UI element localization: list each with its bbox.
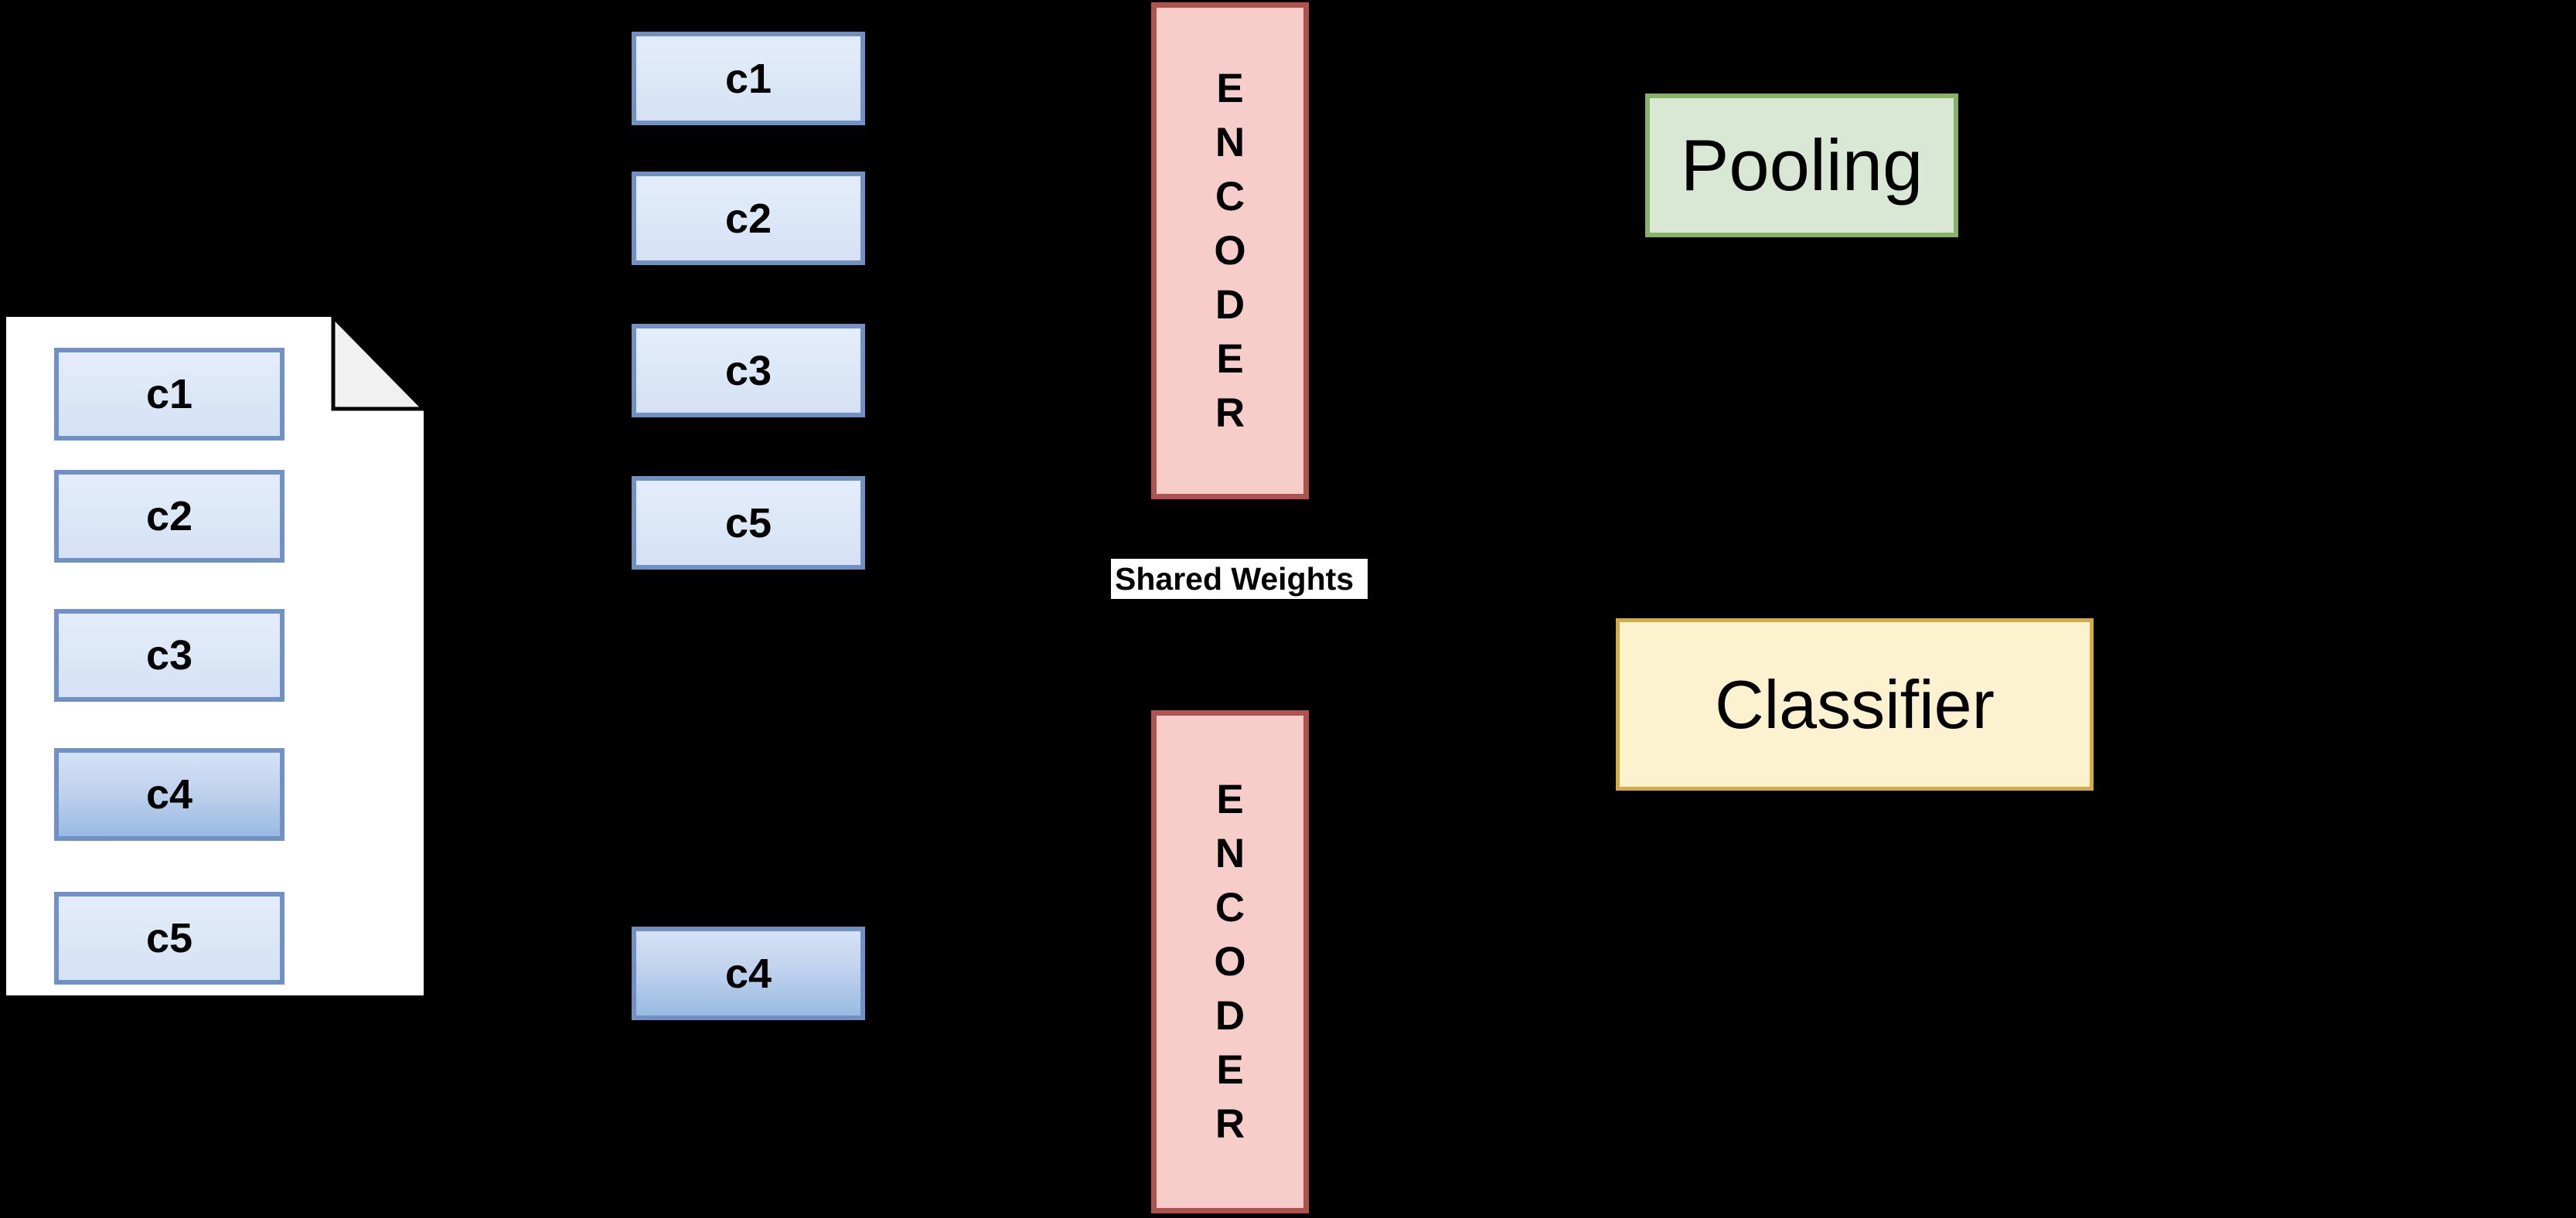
document-chunk-c4-label: c4: [145, 771, 193, 818]
pooling-block: Pooling: [1645, 94, 1958, 237]
selected-chunk-c2: c2: [632, 172, 865, 265]
shared-weights-label: Shared Weights: [1111, 559, 1368, 599]
document-chunk-c5-label: c5: [145, 915, 193, 961]
selected-chunk-c3-label: c3: [724, 347, 772, 394]
selected-chunk-c2-label: c2: [724, 195, 772, 242]
selected-chunk-c5-label: c5: [724, 499, 772, 546]
document-chunk-c3-label: c3: [145, 632, 193, 679]
held-out-chunk-c4: c4: [632, 927, 865, 1020]
selected-chunk-c3: c3: [632, 324, 865, 417]
pooling-label: Pooling: [1680, 124, 1923, 206]
classifier-label: Classifier: [1715, 665, 1995, 743]
held-out-chunk-c4-label: c4: [724, 950, 772, 997]
document-chunk-c3: c3: [54, 609, 285, 702]
shared-weights-text: Shared Weights: [1115, 560, 1354, 597]
selected-chunk-c1: c1: [632, 32, 865, 125]
document-chunk-c1: c1: [54, 348, 285, 441]
document-folded-corner: [331, 317, 424, 411]
document-chunk-c4-highlighted: c4: [54, 748, 285, 841]
document-chunk-c5: c5: [54, 892, 285, 985]
document-chunk-c1-label: c1: [145, 371, 193, 417]
document-chunk-c2-label: c2: [145, 493, 193, 539]
classifier-block: Classifier: [1616, 618, 2094, 791]
selected-chunk-c1-label: c1: [724, 55, 772, 102]
selected-chunk-c5: c5: [632, 476, 865, 570]
document-chunk-c2: c2: [54, 470, 285, 563]
